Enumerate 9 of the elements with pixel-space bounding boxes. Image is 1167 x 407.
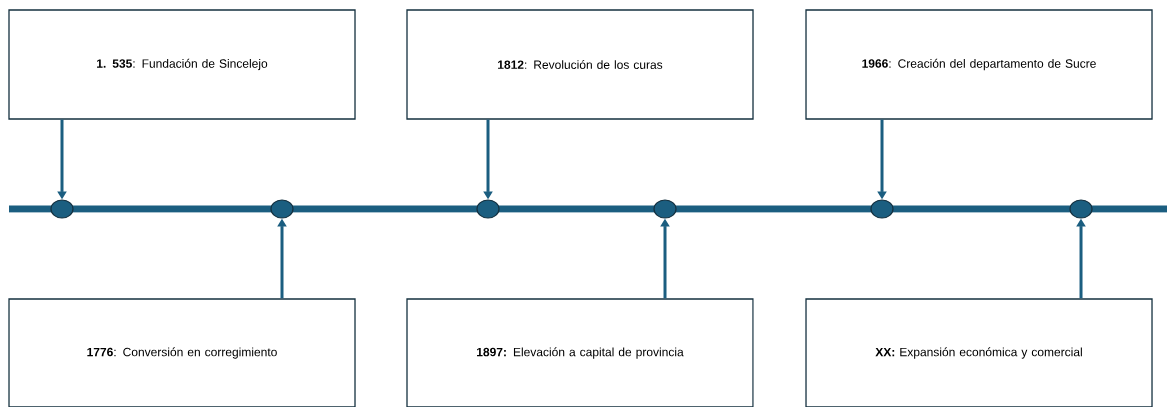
event-box: XX: Expansión económica y comercial [805, 298, 1153, 407]
timeline-dot [476, 199, 500, 219]
event-box: 1776: Conversión en corregimiento [8, 298, 356, 407]
event-box: 1812: Revolución de los curas [406, 9, 754, 120]
timeline-dot [870, 199, 894, 219]
timeline-dot [50, 199, 74, 219]
event-box: 1897: Elevación a capital de provincia [406, 298, 754, 407]
event-box: 1966: Creación del departamento de Sucre [805, 9, 1153, 120]
event-box: 1. 535: Fundación de Sincelejo [8, 9, 356, 120]
